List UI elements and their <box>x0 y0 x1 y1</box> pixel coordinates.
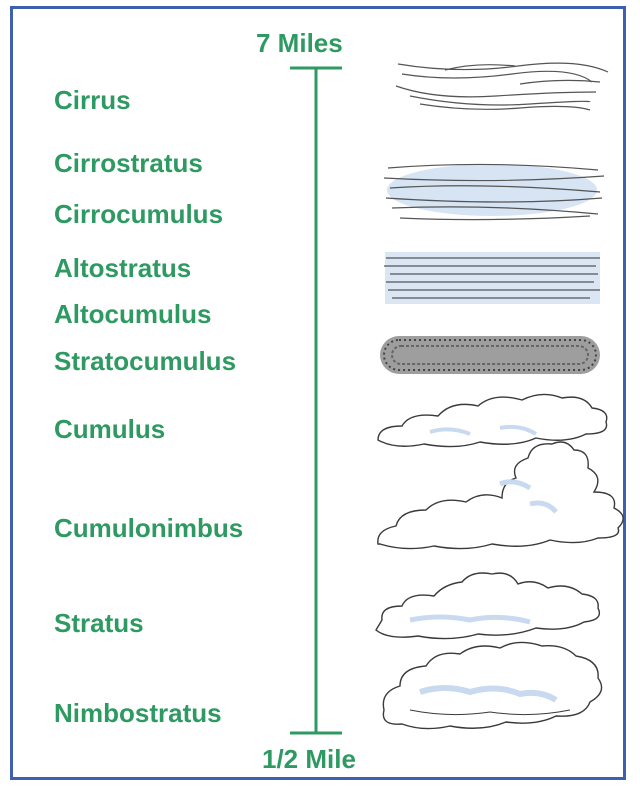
cloud-label-cirrostratus: Cirrostratus <box>54 150 203 176</box>
stratocumulus-illustration <box>380 336 600 374</box>
altitude-scale <box>290 68 342 733</box>
altitude-bottom-label: 1/2 Mile <box>262 746 356 772</box>
cirrus-illustration <box>396 63 608 110</box>
cloud-label-nimbostratus: Nimbostratus <box>54 700 222 726</box>
cloud-label-altocumulus: Altocumulus <box>54 301 211 327</box>
cloud-label-stratocumulus: Stratocumulus <box>54 348 236 374</box>
altostratus-illustration <box>384 252 600 304</box>
nimbostratus-illustration <box>383 642 601 728</box>
cloud-label-altostratus: Altostratus <box>54 255 191 281</box>
cumulonimbus-illustration <box>378 442 623 549</box>
stratus-illustration <box>376 573 599 639</box>
cloud-label-cumulonimbus: Cumulonimbus <box>54 515 243 541</box>
cloud-label-cumulus: Cumulus <box>54 416 165 442</box>
cumulus-illustration <box>378 394 607 446</box>
cloud-label-cirrocumulus: Cirrocumulus <box>54 201 223 227</box>
cloud-label-cirrus: Cirrus <box>54 87 131 113</box>
altitude-top-label: 7 Miles <box>256 30 343 56</box>
cirrostratus-illustration <box>384 164 604 220</box>
cloud-label-stratus: Stratus <box>54 610 144 636</box>
